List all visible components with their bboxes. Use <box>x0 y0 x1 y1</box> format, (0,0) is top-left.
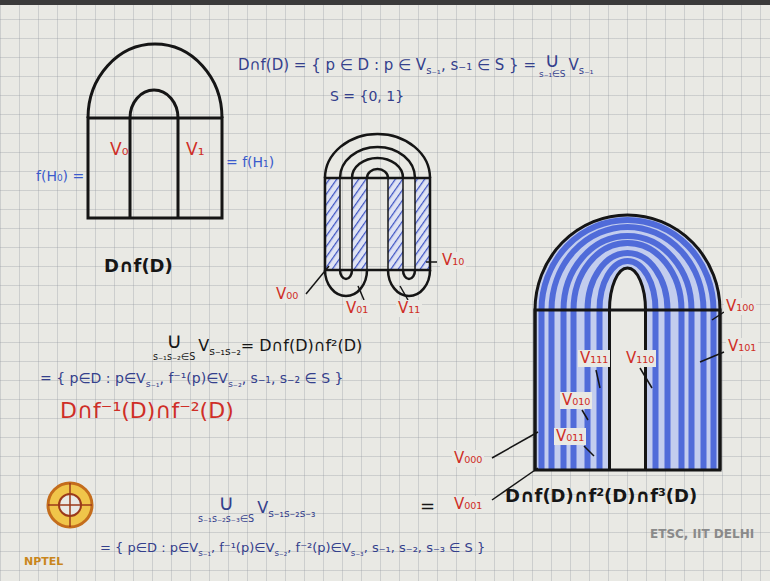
formula-line: ∪s₋₁s₋₂s₋₃∈SVs₋₁s₋₂s₋₃ <box>195 492 315 524</box>
strip-label: V₀₁₀ <box>560 392 592 409</box>
subscript: s₋₁ <box>146 378 160 389</box>
formula-text: , f⁻¹(p)∈V <box>159 370 227 386</box>
subscript: s₋₁ <box>579 65 594 76</box>
set-label: D∩f(D)∩f²(D)∩f³(D) <box>505 486 697 507</box>
union-operator: ∪s₋₁∈S <box>539 50 566 80</box>
formula-text: V <box>569 56 579 74</box>
formula-text: , f⁻²(p)∈V <box>287 540 351 555</box>
formula-line: = { p∈D : p∈Vs₋₁, f⁻¹(p)∈Vs₋₂, s₋₁, s₋₂ … <box>40 370 343 387</box>
formula-text: , s₋₁, s₋₂, s₋₃ ∈ S } <box>364 540 486 555</box>
formula-text: V <box>257 498 268 517</box>
watermark: ETSC, IIT DELHI <box>650 528 754 542</box>
strip-label: V₁₀₀ <box>724 298 756 315</box>
strip-label: V₁₀₁ <box>726 338 758 355</box>
union-index: s₋₁∈S <box>539 70 566 80</box>
formula-text: , f⁻¹(p)∈V <box>211 540 275 555</box>
strip-label: V₁₁ <box>396 300 422 317</box>
subscript: s₋₁s₋₂ <box>209 345 241 358</box>
strip-label: V₁₁₁ <box>578 350 610 367</box>
subscript: s₋₂ <box>274 548 287 558</box>
union-symbol: ∪ <box>545 50 560 70</box>
union-operator: ∪s₋₁s₋₂∈S <box>153 330 195 362</box>
formula-text: = { p∈D : p∈V <box>40 370 146 386</box>
set-label: D∩f⁻¹(D)∩f⁻²(D) <box>60 398 234 423</box>
strip-label: V₀₀₀ <box>452 450 484 467</box>
strip-label: V₁₁₀ <box>624 350 656 367</box>
strip-label: V₁₀ <box>440 252 466 269</box>
union-operator: ∪s₋₁s₋₂s₋₃∈S <box>198 492 254 524</box>
formula-text: , s₋₁, s₋₂ ∈ S } <box>242 370 344 386</box>
logo-text: NPTEL <box>24 556 63 569</box>
union-symbol: ∪ <box>218 492 234 514</box>
subscript: s₋₁ <box>198 548 211 558</box>
subscript: s₋₃ <box>351 548 364 558</box>
formula-line: ∪s₋₁s₋₂∈SVs₋₁s₋₂= D∩f(D)∩f²(D) <box>150 330 362 362</box>
subscript: s₋₁s₋₂s₋₃ <box>268 507 315 520</box>
union-symbol: ∪ <box>166 330 182 352</box>
formula-text: = { p∈D : p∈V <box>100 540 198 555</box>
image-label: = f(H₁) <box>226 154 274 170</box>
subscript: s₋₁ <box>426 65 441 76</box>
formula-text: V <box>198 336 209 355</box>
strip-label: V₀ <box>110 140 128 160</box>
formula-text: , s₋₁ ∈ S } = <box>441 56 536 74</box>
formula-text: D∩f(D) = { p ∈ D : p ∈ V <box>238 56 426 74</box>
strip-label: V₀₀₁ <box>452 496 484 513</box>
subscript: s₋₂ <box>228 378 242 389</box>
equals-sign: = <box>420 496 435 517</box>
formula-text: = D∩f(D)∩f²(D) <box>241 336 363 355</box>
set-label: D∩f(D) <box>104 256 173 277</box>
strip-label: V₀₀ <box>274 286 300 303</box>
strip-label: V₀₁ <box>344 300 370 317</box>
strip-label: V₁ <box>186 140 204 160</box>
union-index: s₋₁s₋₂∈S <box>153 352 195 363</box>
strip-label: V₀₁₁ <box>554 428 586 445</box>
set-definition: S = {0, 1} <box>330 88 404 104</box>
formula-line: = { p∈D : p∈Vs₋₁, f⁻¹(p)∈Vs₋₂, f⁻²(p)∈Vs… <box>100 540 485 556</box>
image-label: f(H₀) = <box>36 168 84 184</box>
union-index: s₋₁s₋₂s₋₃∈S <box>198 514 254 525</box>
formula-line: D∩f(D) = { p ∈ D : p ∈ Vs₋₁, s₋₁ ∈ S } =… <box>238 50 594 80</box>
